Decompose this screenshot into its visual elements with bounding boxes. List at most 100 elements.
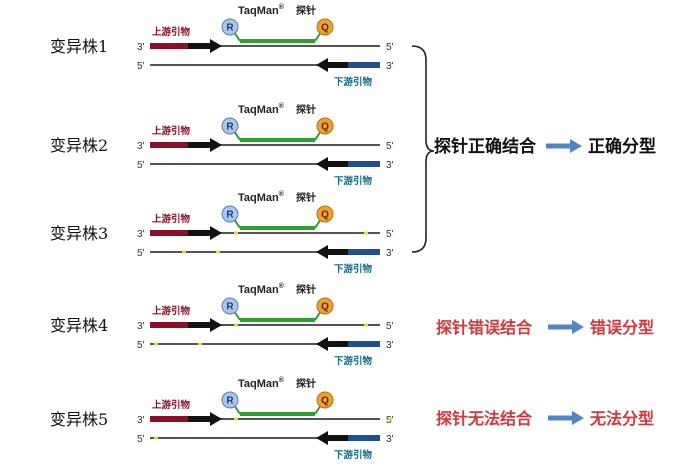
upstream-primer-arrowhead <box>210 226 222 240</box>
end-label-3prime: 3' <box>386 340 394 351</box>
downstream-primer-label: 下游引物 <box>334 355 373 367</box>
upstream-primer-arrowhead <box>210 138 222 152</box>
mutation-marker <box>182 250 186 254</box>
downstream-primer-arrowhead <box>316 245 328 259</box>
mutation-marker <box>364 231 368 235</box>
strain-label: 变异株2 <box>50 136 108 155</box>
upstream-primer-tail <box>188 416 210 422</box>
arrow-shaft <box>548 415 572 421</box>
reporter-dye-icon <box>221 117 239 135</box>
result-row-1: 探针正确结合正确分型 <box>434 136 656 157</box>
end-label-3prime: 3' <box>137 229 145 240</box>
downstream-primer-arrowhead <box>316 58 328 72</box>
result-row-2: 探针错误结合 错误分型 <box>436 318 654 337</box>
upstream-primer-body <box>150 322 188 328</box>
probe-suffix-label: 探针 <box>296 4 316 17</box>
probe-suffix-label: 探针 <box>296 103 316 116</box>
strain-label: 变异株5 <box>50 410 108 429</box>
downstream-primer-label: 下游引物 <box>334 263 373 275</box>
probe-binding-result: 探针错误结合 <box>436 318 533 337</box>
mutation-marker <box>234 323 238 327</box>
downstream-primer-body <box>348 341 380 347</box>
probe-trademark: ® <box>279 376 285 384</box>
quencher-label: Q <box>321 210 329 221</box>
end-label-3prime: 3' <box>386 160 394 171</box>
probe-name-label: TaqMan® <box>238 282 285 296</box>
end-label-5prime: 5' <box>386 141 394 152</box>
arrow-shaft <box>546 143 570 149</box>
upstream-primer-label: 上游引物 <box>152 26 191 38</box>
end-label-5prime: 5' <box>137 340 145 351</box>
quencher-dye-icon <box>316 297 334 315</box>
probe-trademark: ® <box>279 190 285 198</box>
end-label-3prime: 3' <box>386 434 394 445</box>
probe-name-label: TaqMan® <box>238 376 285 390</box>
end-label-5prime: 5' <box>137 61 145 72</box>
reporter-dye-icon <box>221 391 239 409</box>
upstream-primer-body <box>150 230 188 236</box>
probe-trademark: ® <box>279 3 285 11</box>
reporter-label: R <box>226 23 234 34</box>
downstream-primer-body <box>348 161 380 167</box>
upstream-primer-label: 上游引物 <box>152 213 191 225</box>
end-label-3prime: 3' <box>137 42 145 53</box>
right-arrow-icon <box>572 411 584 425</box>
end-label-5prime: 5' <box>137 160 145 171</box>
mutation-marker <box>216 250 220 254</box>
mutation-marker <box>154 342 158 346</box>
end-label-3prime: 3' <box>386 248 394 259</box>
right-arrow-icon <box>570 139 582 153</box>
upstream-primer-arrowhead <box>210 318 222 332</box>
right-arrow-icon <box>572 320 584 334</box>
probe-binding-result: 探针正确结合 <box>434 136 537 157</box>
downstream-primer-label: 下游引物 <box>334 175 373 187</box>
end-label-3prime: 3' <box>386 61 394 72</box>
upstream-primer-label: 上游引物 <box>152 125 191 137</box>
upstream-primer-label: 上游引物 <box>152 399 191 411</box>
probe-trademark: ® <box>279 282 285 290</box>
arrow-shaft <box>548 324 572 330</box>
end-label-3prime: 3' <box>137 415 145 426</box>
upstream-primer-tail <box>188 43 210 49</box>
results-layer: 探针正确结合正确分型探针错误结合 错误分型探针无法结合 无法分型 <box>434 136 656 428</box>
quencher-dye-icon <box>316 117 334 135</box>
end-label-5prime: 5' <box>386 321 394 332</box>
upstream-primer-body <box>150 416 188 422</box>
quencher-dye-icon <box>316 18 334 36</box>
upstream-primer-tail <box>188 230 210 236</box>
probe-suffix-label: 探针 <box>296 377 316 390</box>
result-row-3: 探针无法结合 无法分型 <box>436 409 654 428</box>
end-label-5prime: 5' <box>137 248 145 259</box>
probe-suffix-label: 探针 <box>296 283 316 296</box>
upstream-primer-body <box>150 142 188 148</box>
downstream-primer-tail <box>328 249 348 255</box>
end-label-5prime: 5' <box>386 42 394 53</box>
downstream-primer-body <box>348 249 380 255</box>
end-label-5prime: 5' <box>386 229 394 240</box>
probe-trademark: ® <box>279 102 285 110</box>
mutation-marker <box>364 323 368 327</box>
genotyping-result: 错误分型 <box>590 318 654 337</box>
end-label-3prime: 3' <box>137 141 145 152</box>
downstream-primer-arrowhead <box>316 157 328 171</box>
mutation-marker <box>154 436 158 440</box>
downstream-primer-label: 下游引物 <box>334 449 373 461</box>
downstream-primer-label: 下游引物 <box>334 76 373 88</box>
probe-name-label: TaqMan® <box>238 3 285 17</box>
genotyping-result: 无法分型 <box>589 409 654 428</box>
downstream-primer-tail <box>328 161 348 167</box>
end-label-5prime: 5' <box>137 434 145 445</box>
reporter-label: R <box>226 210 234 221</box>
probe-name-label: TaqMan® <box>238 190 285 204</box>
strain-label: 变异株1 <box>50 37 108 56</box>
downstream-primer-tail <box>328 435 348 441</box>
probe-binding-result: 探针无法结合 <box>436 409 533 428</box>
probe-suffix-label: 探针 <box>296 191 316 204</box>
quencher-label: Q <box>321 396 329 407</box>
reporter-dye-icon <box>221 18 239 36</box>
upstream-primer-arrowhead <box>210 412 222 426</box>
